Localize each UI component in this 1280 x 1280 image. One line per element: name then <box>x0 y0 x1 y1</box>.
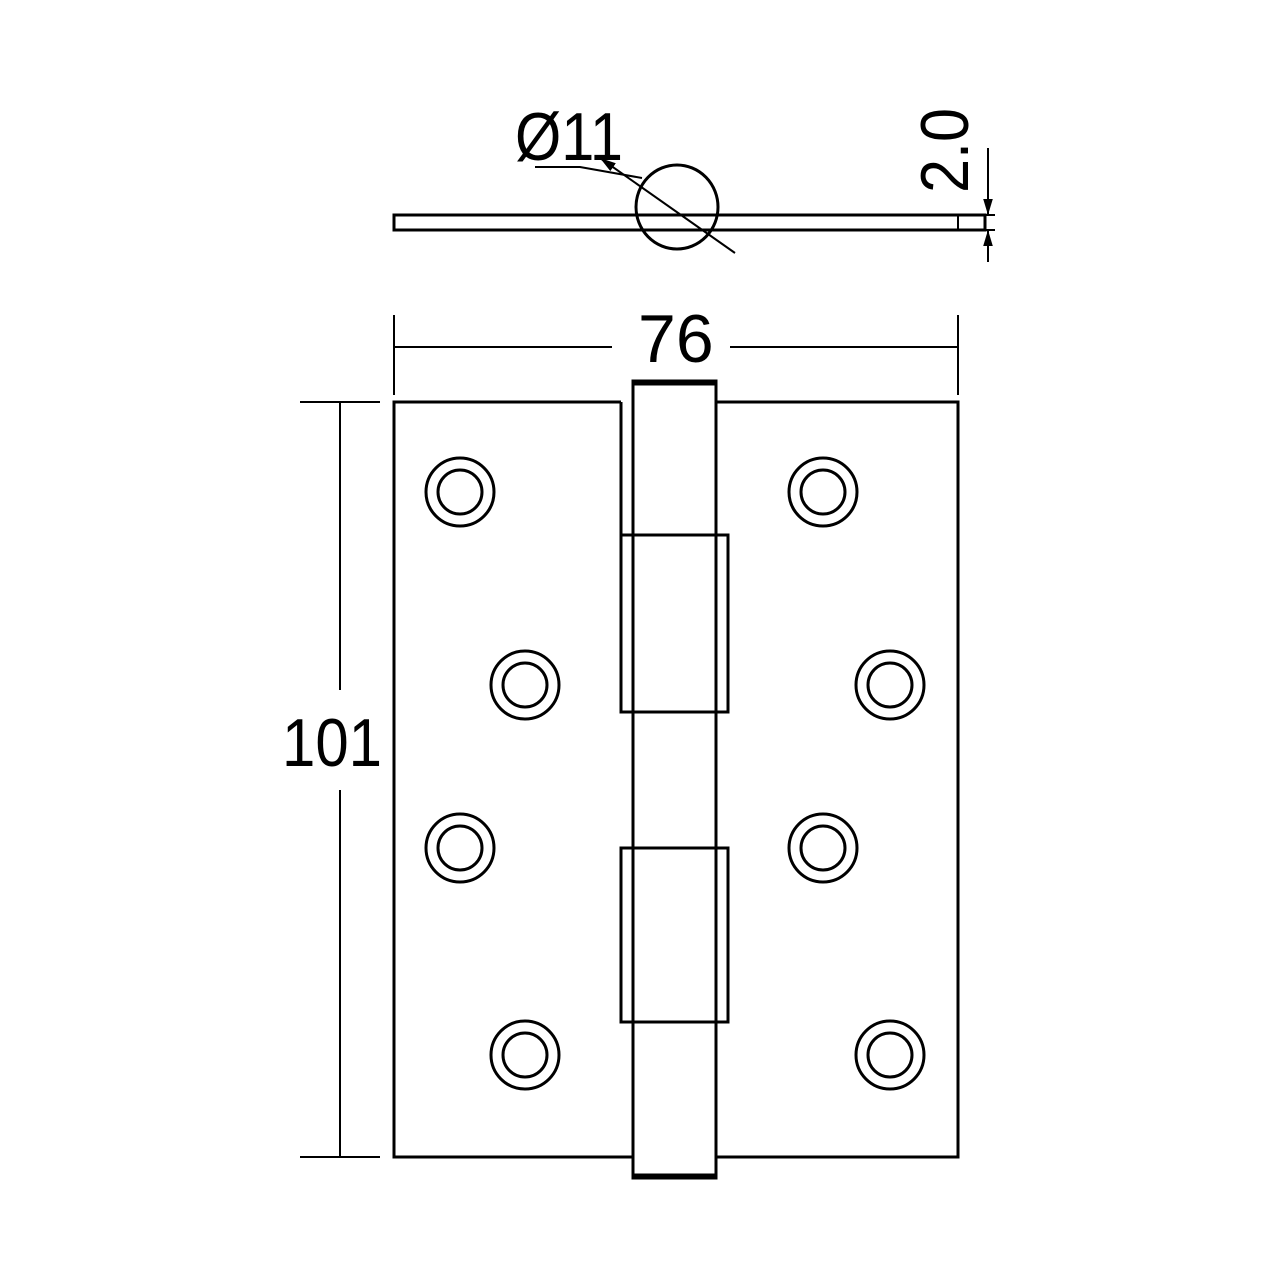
countersink-outer <box>424 812 496 884</box>
thickness-label: 2.0 <box>907 108 983 193</box>
diameter-line <box>599 157 736 254</box>
width-dimension: 76 <box>393 301 959 395</box>
screw-hole <box>799 824 847 872</box>
screw-hole <box>866 1031 914 1079</box>
diameter-label: Ø11 <box>515 99 623 175</box>
countersink-outer <box>854 649 926 721</box>
width-label: 76 <box>638 301 714 377</box>
height-label: 101 <box>282 705 382 781</box>
screw-hole <box>436 468 484 516</box>
countersink-outer <box>787 812 859 884</box>
screw-hole <box>436 824 484 872</box>
front-view <box>392 379 960 1180</box>
left-leaf <box>392 400 635 1159</box>
plate-side <box>392 213 987 232</box>
countersink-outer <box>489 649 561 721</box>
side-view: Ø11 2.0 <box>392 99 995 262</box>
countersink-outer <box>854 1019 926 1091</box>
screw-holes <box>424 456 926 1091</box>
screw-hole <box>501 1031 549 1079</box>
screw-hole <box>866 661 914 709</box>
screw-hole <box>501 661 549 709</box>
screw-hole <box>799 468 847 516</box>
countersink-outer <box>489 1019 561 1091</box>
countersink-outer <box>424 456 496 528</box>
knuckle <box>631 379 718 1180</box>
height-dimension: 101 <box>282 401 382 1158</box>
right-leaf <box>714 400 960 1159</box>
countersink-outer <box>787 456 859 528</box>
pin-circle <box>634 163 720 251</box>
diameter-leader <box>535 166 643 179</box>
